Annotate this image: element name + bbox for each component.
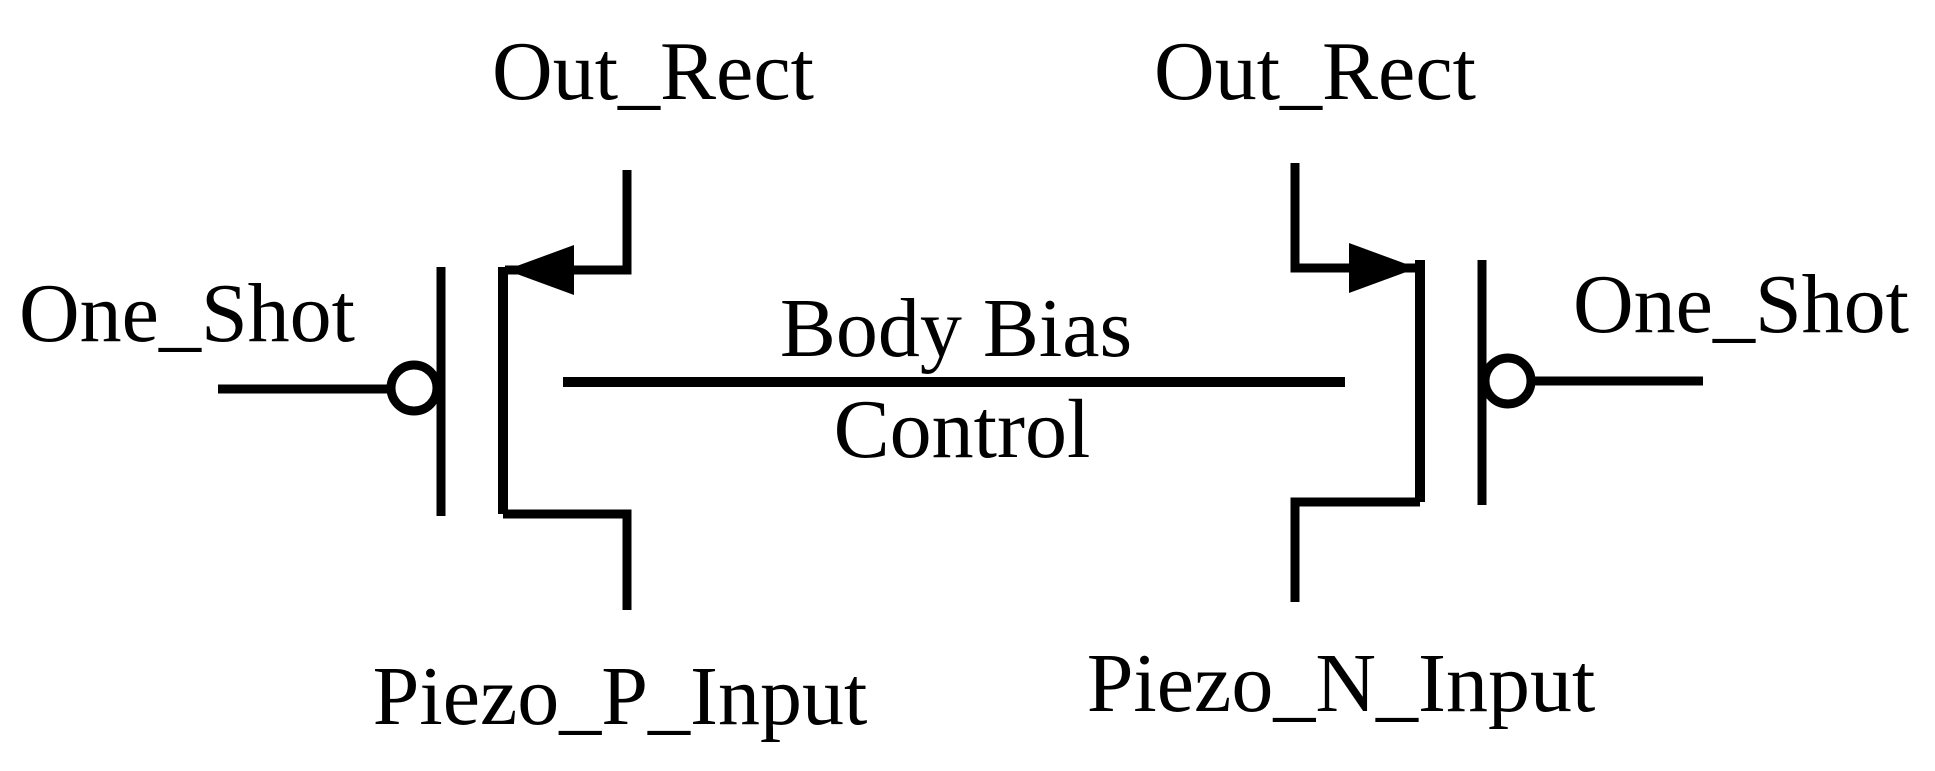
- left-substrate-arrow-icon: [506, 245, 574, 295]
- label-body-bias: Body Bias: [779, 282, 1133, 375]
- left-pmos-transistor: [218, 170, 632, 610]
- label-out-rect-left: Out_Rect: [492, 25, 814, 118]
- label-one-shot-right: One_Shot: [1573, 258, 1909, 351]
- left-source-wire: [503, 509, 632, 610]
- right-pmos-transistor: [1290, 163, 1703, 602]
- right-gate-bubble-icon: [1480, 353, 1536, 409]
- label-body-bias-control: Control: [833, 383, 1091, 476]
- label-out-rect-right: Out_Rect: [1154, 25, 1476, 118]
- label-piezo-n-input: Piezo_N_Input: [1086, 637, 1596, 730]
- label-piezo-p-input: Piezo_P_Input: [372, 650, 868, 743]
- right-source-wire: [1290, 497, 1420, 602]
- label-one-shot-left: One_Shot: [19, 267, 355, 360]
- right-substrate-arrow-icon: [1349, 243, 1417, 293]
- left-gate-bubble-icon: [386, 360, 442, 416]
